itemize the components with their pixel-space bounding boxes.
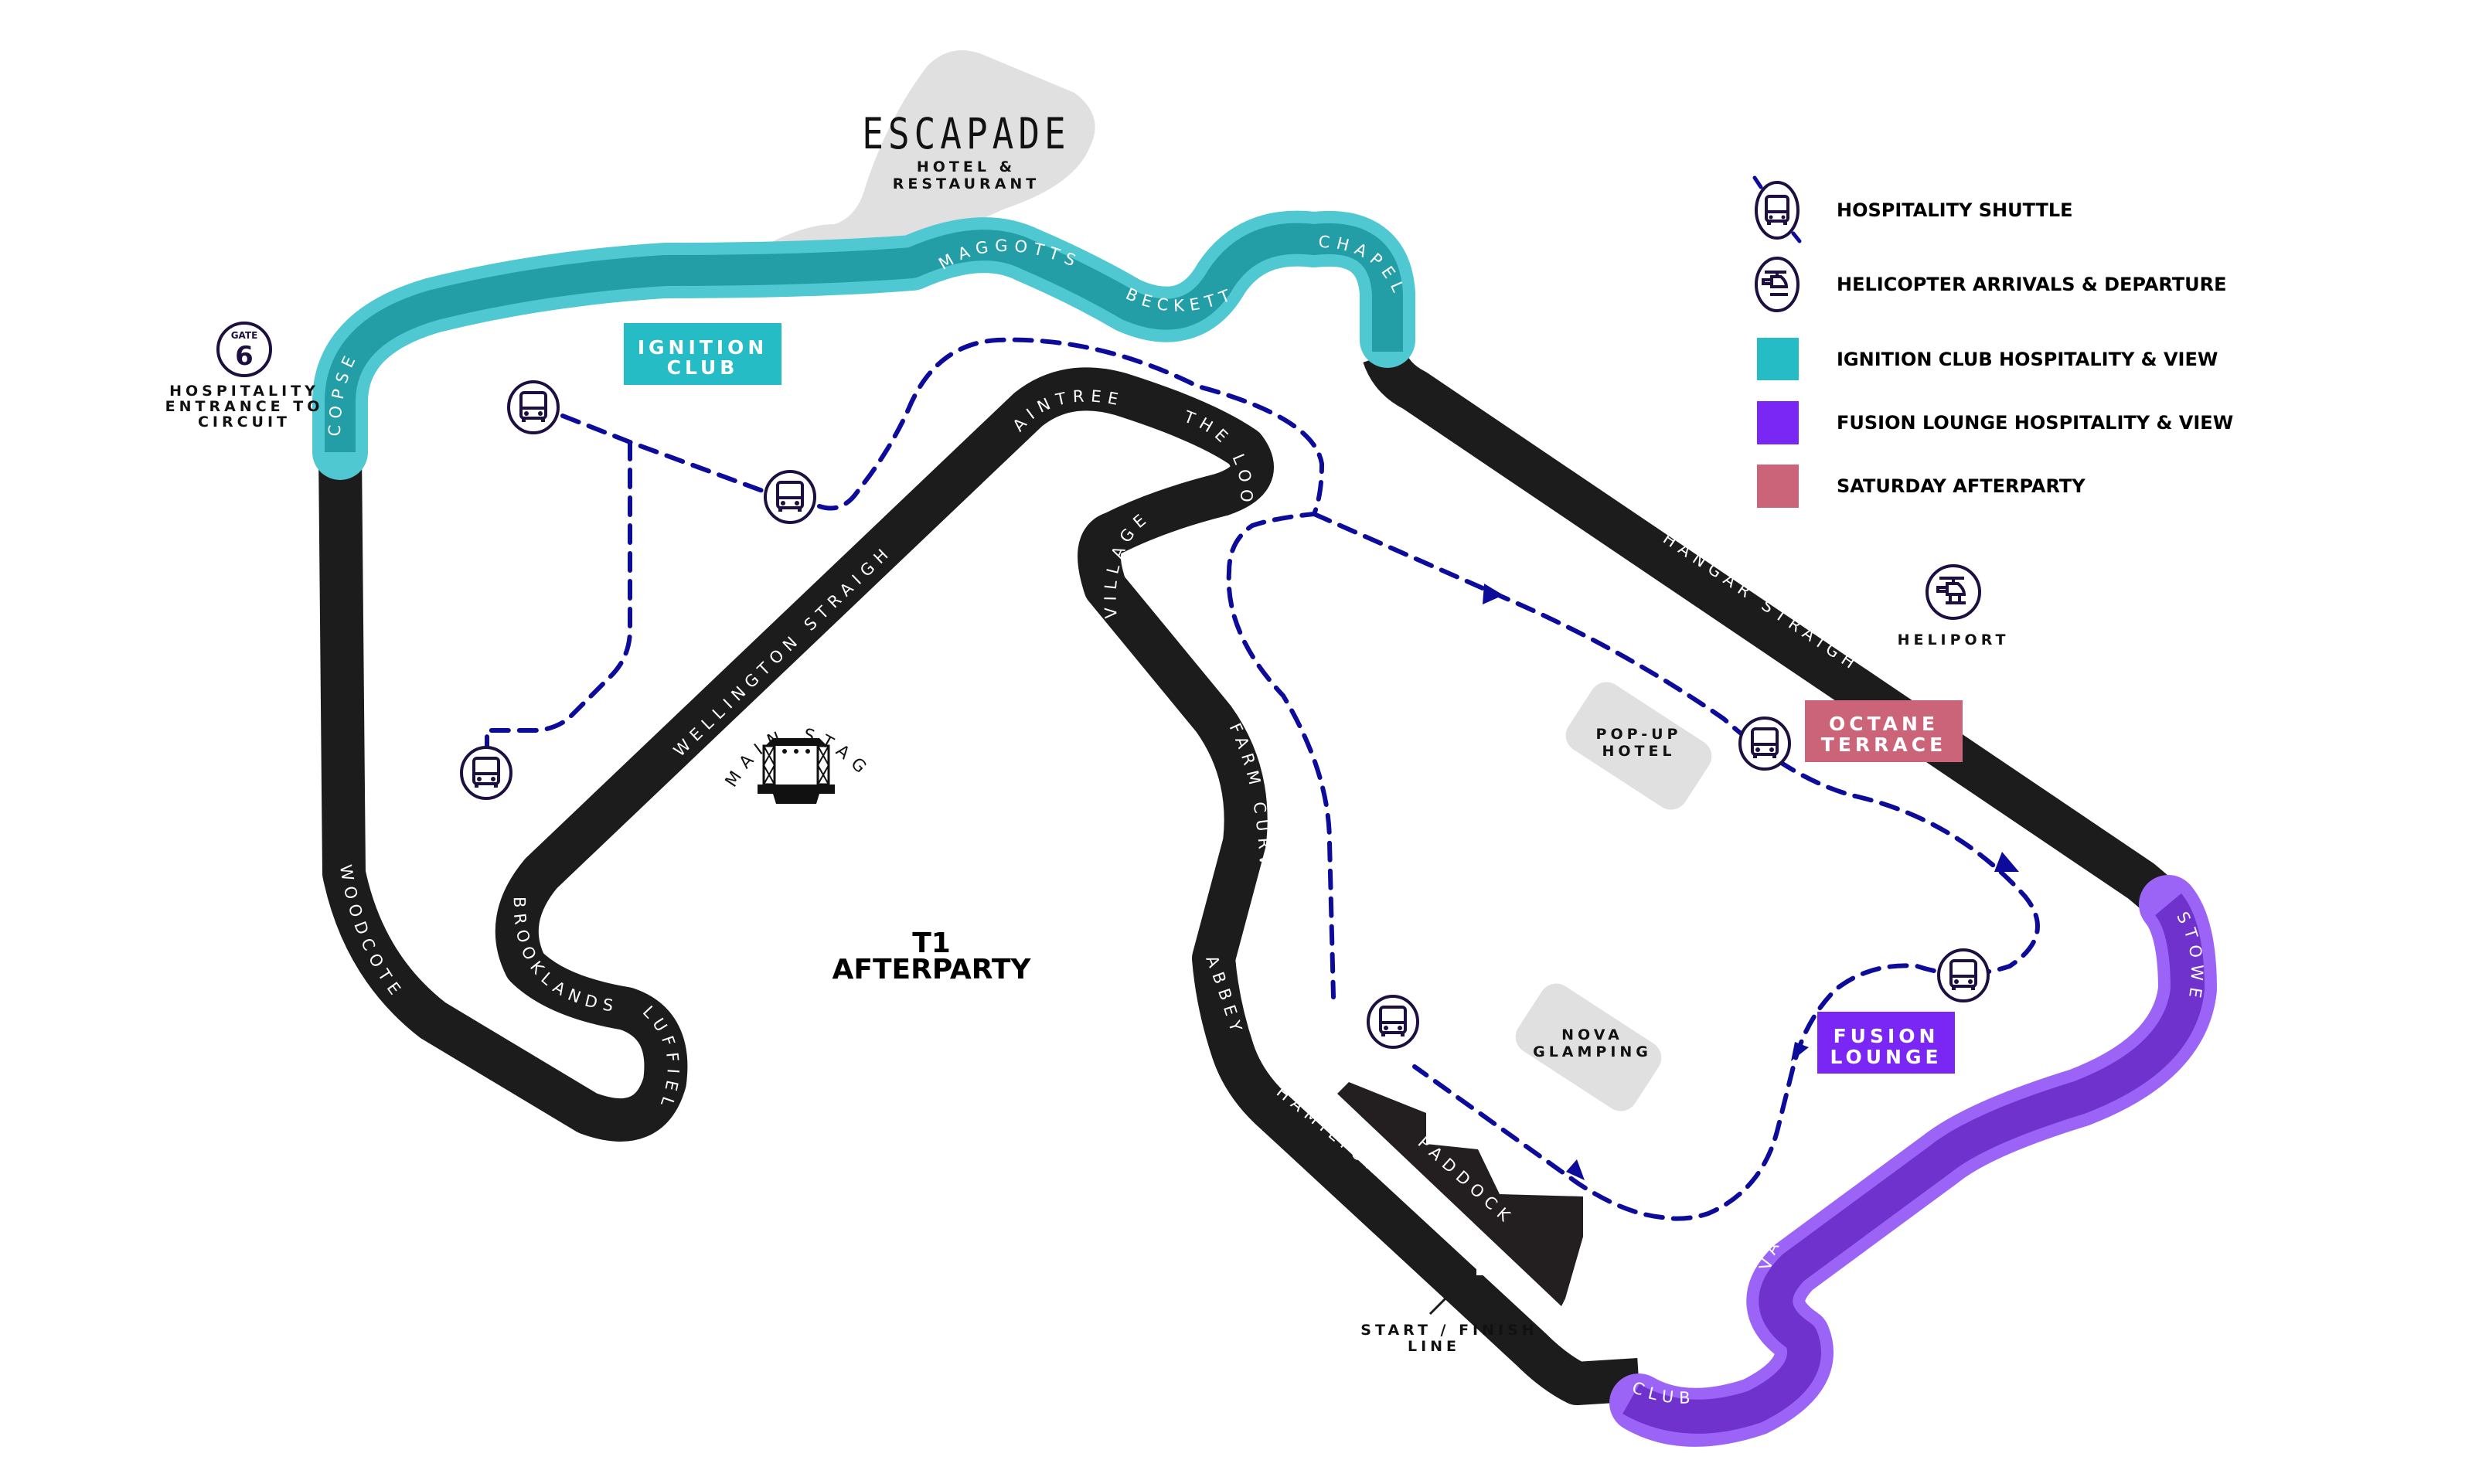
octane-terrace-label-line1: OCTANE: [1829, 713, 1939, 735]
gate-6[interactable]: GATE 6 HOSPITALITY ENTRANCE TO CIRCUIT: [165, 322, 324, 431]
ignition-club-label-line1: IGNITION: [638, 336, 768, 359]
legend-item-helicopter: HELICOPTER ARRIVALS & DEPARTURE: [1755, 257, 2227, 312]
start-finish-label: START / FINISH LINE: [1360, 1322, 1537, 1355]
shuttle-stop[interactable]: [460, 746, 512, 800]
heliport[interactable]: HELIPORT: [1898, 564, 2010, 648]
fusion-lounge-zone[interactable]: FUSION LOUNGE: [1817, 1012, 1955, 1074]
shuttle-stop[interactable]: [764, 470, 816, 524]
legend-item-ignition: IGNITION CLUB HOSPITALITY & VIEW: [1757, 338, 2218, 380]
popup-hotel-line2: HOTEL: [1602, 743, 1675, 760]
legend-label: HELICOPTER ARRIVALS & DEPARTURE: [1837, 274, 2227, 295]
start-finish-line2: LINE: [1408, 1338, 1460, 1355]
helicopter-icon: [1762, 271, 1789, 296]
bus-icon: [519, 391, 547, 422]
gate-number: 6: [235, 341, 254, 372]
gate-text-line1: HOSPITALITY: [169, 383, 319, 400]
escapade-hotel-restaurant[interactable]: ESCAPADE HOTEL & RESTAURANT: [862, 109, 1071, 192]
ignition-club-zone[interactable]: IGNITION CLUB: [624, 323, 781, 385]
nova-glamping-line2: GLAMPING: [1533, 1043, 1652, 1060]
route-arrow: [1791, 1042, 1809, 1061]
escapade-area: [761, 50, 1095, 263]
nova-glamping-line1: NOVA: [1561, 1026, 1623, 1043]
legend: HOSPITALITY SHUTTLE HELICOPTER ARRIVALS …: [1752, 175, 2233, 508]
escapade-line2: RESTAURANT: [893, 175, 1040, 192]
helicopter-icon: [1936, 577, 1966, 604]
octane-terrace-zone[interactable]: OCTANE TERRACE: [1805, 700, 1963, 762]
ignition-club-label-line2: CLUB: [667, 356, 739, 379]
gate-label: GATE: [231, 330, 258, 341]
bus-icon: [776, 481, 804, 512]
legend-label: IGNITION CLUB HOSPITALITY & VIEW: [1837, 349, 2218, 370]
fusion-lounge-label-line2: LOUNGE: [1830, 1046, 1942, 1068]
shuttle-route-west: [485, 414, 775, 754]
legend-item-fusion: FUSION LOUNGE HOSPITALITY & VIEW: [1757, 401, 2233, 444]
t1-afterparty[interactable]: T1 AFTERPARTY: [833, 928, 1032, 985]
start-finish-checkered-flag: [1473, 1244, 1494, 1275]
corner-label-brooklands: BROOKLANDS: [510, 897, 621, 1016]
shuttle-stop[interactable]: [507, 380, 560, 434]
bus-icon: [1751, 727, 1779, 758]
popup-hotel-area: [1565, 682, 1712, 810]
bus-icon: [1379, 1006, 1407, 1036]
nova-glamping-area: [1515, 983, 1662, 1111]
ignition-club-track-inner: [325, 223, 1403, 452]
route-arrow: [1483, 584, 1503, 604]
shuttle-stops: [460, 380, 1990, 1049]
popup-hotel-line1: POP-UP: [1596, 726, 1682, 743]
start-finish-pointer: [1428, 1274, 1470, 1316]
nova-glamping[interactable]: NOVA GLAMPING: [1533, 1026, 1652, 1060]
heliport-label: HELIPORT: [1898, 631, 2010, 648]
fusion-lounge-track-inner: [1622, 893, 2205, 1434]
legend-item-afterparty: SATURDAY AFTERPARTY: [1757, 465, 2086, 508]
escapade-title: ESCAPADE: [862, 109, 1071, 158]
t1-afterparty-line1: T1: [912, 928, 951, 959]
legend-swatch-ignition: [1757, 338, 1799, 380]
start-finish-line1: START / FINISH: [1360, 1322, 1537, 1339]
legend-swatch-afterparty: [1757, 465, 1799, 508]
paddock-building: [1337, 1082, 1583, 1306]
t1-afterparty-line2: AFTERPARTY: [833, 954, 1032, 985]
bus-icon: [1949, 959, 1977, 990]
route-arrow: [1566, 1159, 1585, 1180]
stage-icon: [758, 738, 835, 804]
gate-text-line2: ENTRANCE TO: [165, 398, 324, 415]
legend-label: HOSPITALITY SHUTTLE: [1837, 199, 2073, 221]
legend-item-shuttle: HOSPITALITY SHUTTLE: [1752, 175, 2073, 243]
shuttle-stop[interactable]: [1937, 948, 1990, 1002]
bus-icon: [472, 757, 500, 788]
legend-label: FUSION LOUNGE HOSPITALITY & VIEW: [1837, 412, 2233, 434]
shuttle-stop[interactable]: [1738, 716, 1791, 771]
escapade-line1: HOTEL &: [917, 158, 1016, 175]
popup-hotel[interactable]: POP-UP HOTEL: [1596, 726, 1682, 760]
fusion-lounge-label-line1: FUSION: [1834, 1025, 1939, 1047]
bus-icon: [1765, 195, 1789, 225]
gate-text-line3: CIRCUIT: [198, 414, 291, 431]
shuttle-stop[interactable]: [1367, 995, 1419, 1049]
shuttle-route-main-loop: [817, 337, 2040, 1221]
legend-swatch-fusion: [1757, 401, 1799, 444]
route-arrow: [1994, 852, 2019, 872]
octane-terrace-label-line2: TERRACE: [1821, 733, 1946, 756]
legend-label: SATURDAY AFTERPARTY: [1837, 475, 2086, 497]
